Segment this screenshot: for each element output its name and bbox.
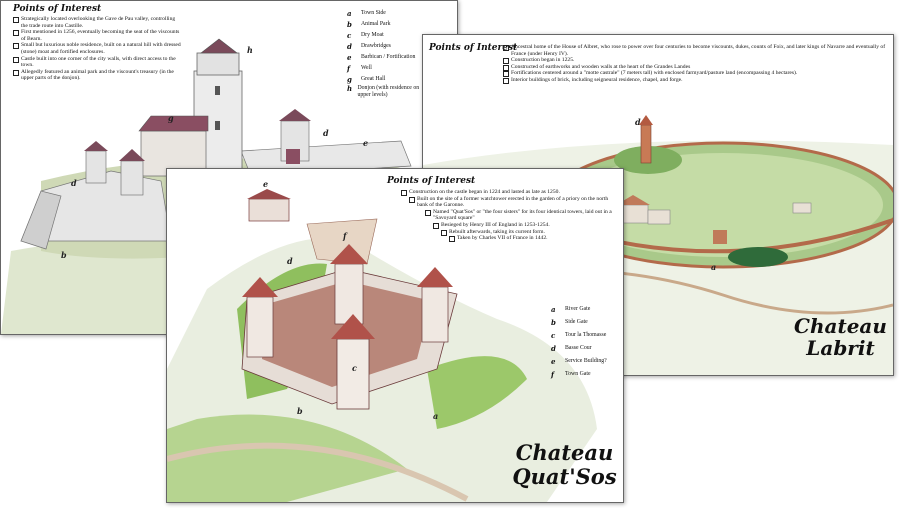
point-item: Built on the site of a former watchtower…: [409, 196, 619, 209]
legend-text: Animal Park: [361, 21, 391, 27]
legend-row: a Town Side: [347, 8, 427, 19]
legend-row: g Great Hall: [347, 74, 427, 85]
points-list: Construction on the castle began in 1224…: [401, 189, 619, 242]
map-label-d: d: [323, 128, 329, 138]
points-title: Points of Interest: [429, 43, 518, 53]
point-item: Rebuilt afterwards, taking its current f…: [441, 229, 619, 236]
chateau-title: Chateau Labrit: [793, 315, 888, 359]
point-item: Constructed of earthworks and wooden wal…: [503, 64, 888, 71]
legend-text: Basse Cour: [565, 345, 592, 351]
legend-row: e Service Building?: [551, 355, 621, 368]
legend-key: a: [347, 9, 352, 18]
legend-row: b Side Gate: [551, 316, 621, 329]
legend-text: Dry Moat: [361, 32, 384, 38]
legend-key: b: [347, 20, 352, 29]
title-line: Chateau: [794, 314, 887, 338]
map-label-g: g: [168, 113, 174, 123]
point-item: Interior buildings of brick, including s…: [503, 77, 888, 84]
legend-text: Town Gate: [565, 371, 591, 377]
poster-chateau-quatsos: e f d c b a Points of Interest Construct…: [166, 168, 624, 503]
legend-row: h Donjon (with residence on upper levels): [347, 85, 427, 99]
point-item: Allegedly featured an animal park and th…: [13, 69, 181, 82]
points-title: Points of Interest: [13, 4, 102, 14]
legend-text: Town Side: [361, 10, 386, 16]
chateau-title: Chateau Quat'Sos: [507, 441, 622, 489]
legend-row: f Town Gate: [551, 368, 621, 381]
legend: a Town Side b Animal Park c Dry Moat d Drawb…: [347, 8, 427, 99]
points-list: Ancestral home of the House of Albret, w…: [503, 44, 888, 84]
map-label-c: c: [352, 363, 357, 373]
legend-key: c: [347, 31, 352, 40]
legend-row: b Animal Park: [347, 19, 427, 30]
castle-illustration-3: e f d c b a: [167, 179, 597, 502]
legend-key: c: [551, 331, 556, 340]
map-label-b: b: [297, 406, 303, 416]
legend-row: f Well: [347, 63, 427, 74]
legend-row: a River Gate: [551, 303, 621, 316]
legend-text: Drawbridges: [361, 43, 391, 49]
map-label-d2: d: [71, 178, 77, 188]
point-item: Fortifications centered around a "motte …: [503, 70, 888, 77]
legend: a River Gate b Side Gate c Tour la Thomasse…: [551, 303, 621, 381]
legend-text: Great Hall: [361, 76, 386, 82]
map-label-d: d: [287, 256, 293, 266]
legend-text: Donjon (with residence on upper levels): [357, 85, 420, 98]
point-item: First mentioned in 1256, eventually beco…: [13, 29, 181, 42]
point-item: Named "Quat'Sos" or "the four sisters" f…: [425, 209, 619, 222]
point-item: Construction on the castle began in 1224…: [401, 189, 619, 196]
legend-text: Service Building?: [565, 358, 607, 364]
legend-text: River Gate: [565, 306, 591, 312]
map-label-e: e: [263, 179, 268, 189]
map-label-d: d: [635, 117, 641, 127]
legend-key: d: [551, 344, 556, 353]
point-item: Besieged by Henry III of England in 1253…: [433, 222, 619, 229]
point-item: Ancestral home of the House of Albret, w…: [503, 44, 888, 57]
map-label-e: e: [363, 138, 368, 148]
legend-key: e: [551, 357, 556, 366]
map-label-a: a: [433, 411, 438, 421]
legend-key: e: [347, 53, 352, 62]
point-item: Strategically located overlooking the Ga…: [13, 16, 181, 29]
legend-key: a: [551, 305, 556, 314]
legend-text: Tour la Thomasse: [565, 332, 607, 338]
legend-key: f: [347, 64, 351, 73]
legend-text: Side Gate: [565, 319, 588, 325]
point-item: Castle built into one corner of the city…: [13, 56, 181, 69]
legend-key: h: [347, 84, 353, 93]
legend-text: Well: [361, 65, 372, 71]
legend-key: b: [551, 318, 556, 327]
point-item: Taken by Charles VII of France in 1442.: [449, 235, 619, 242]
legend-row: d Drawbridges: [347, 41, 427, 52]
point-item: Construction began in 1225.: [503, 57, 888, 64]
map-label-f: f: [342, 231, 348, 241]
map-label-h: h: [247, 45, 253, 55]
points-list: Strategically located overlooking the Ga…: [13, 16, 181, 82]
map-label-b: b: [61, 250, 67, 260]
legend-row: c Dry Moat: [347, 30, 427, 41]
title-line: Chateau: [515, 440, 614, 465]
legend-row: d Basse Cour: [551, 342, 621, 355]
legend-text: Barbican / Fortification: [361, 54, 416, 60]
legend-row: c Tour la Thomasse: [551, 329, 621, 342]
title-line: Quat'Sos: [512, 464, 617, 489]
map-label-a: a: [711, 262, 716, 272]
legend-row: e Barbican / Fortification: [347, 52, 427, 63]
legend-key: d: [347, 42, 352, 51]
title-line: Labrit: [806, 336, 875, 360]
legend-key: g: [347, 75, 352, 84]
legend-key: f: [551, 370, 555, 379]
point-item: Small but luxurious noble residence, bui…: [13, 42, 181, 55]
points-title: Points of Interest: [387, 176, 476, 186]
